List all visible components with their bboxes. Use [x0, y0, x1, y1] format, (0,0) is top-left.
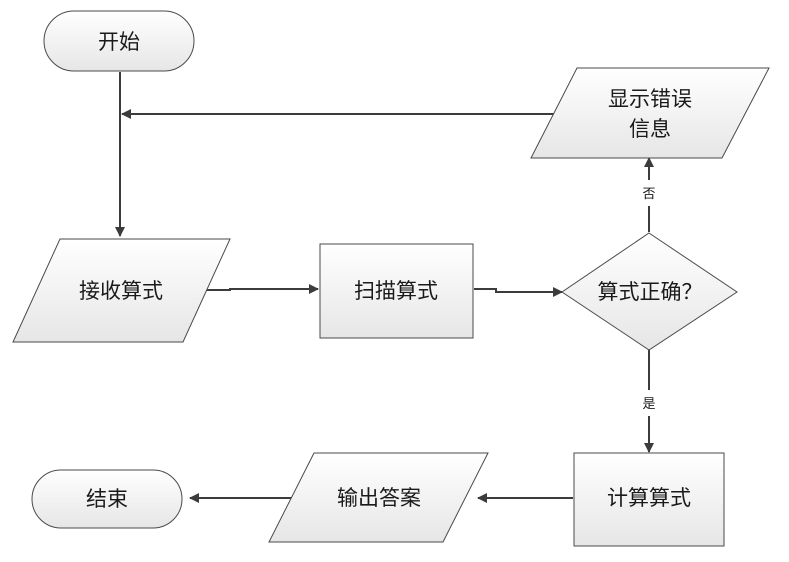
- output-answer-label: 输出答案: [337, 486, 421, 510]
- output-answer-node: 输出答案: [268, 452, 489, 543]
- receive-input-label: 接收算式: [79, 279, 163, 303]
- end-terminal: 结束: [31, 469, 183, 529]
- error-display-label-line1: 显示错误: [608, 87, 692, 111]
- error-display-node: 显示错误 信息: [530, 67, 770, 159]
- edge-label-yes: 是: [642, 397, 655, 412]
- start-terminal: 开始: [43, 10, 195, 72]
- edge-label-no-bg: [640, 180, 658, 206]
- scan-process-label: 扫描算式: [354, 279, 438, 303]
- check-decision-label: 算式正确？: [598, 280, 703, 304]
- check-decision-node: 算式正确？: [561, 232, 738, 351]
- end-label: 结束: [86, 487, 128, 511]
- edge-receive-to-scan: [206, 284, 319, 294]
- error-display-label-line2: 信息: [629, 117, 671, 141]
- scan-process-node: 扫描算式: [319, 243, 474, 339]
- edge-scan-to-check: [474, 287, 563, 297]
- edge-label-no: 否: [642, 187, 655, 202]
- receive-input-node: 接收算式: [12, 238, 231, 343]
- edge-label-yes-bg: [640, 390, 658, 416]
- compute-process-label: 计算算式: [607, 486, 691, 510]
- start-label: 开始: [98, 30, 140, 54]
- compute-process-node: 计算算式: [573, 452, 725, 547]
